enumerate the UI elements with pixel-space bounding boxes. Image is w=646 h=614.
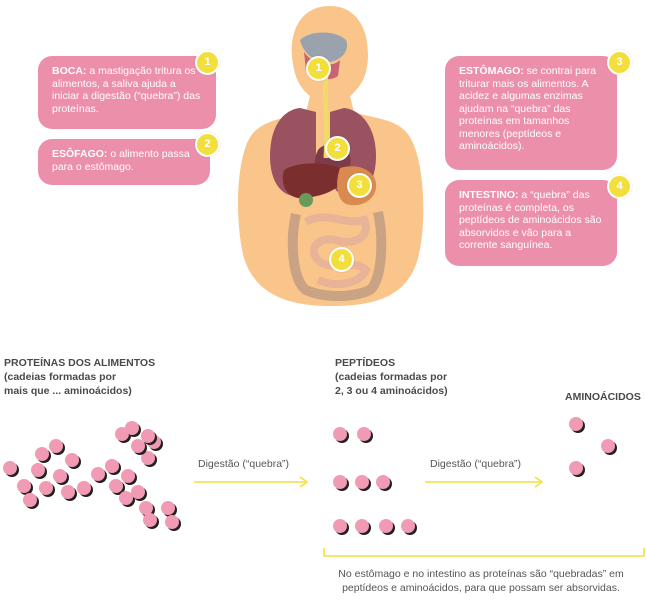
protein-bead [141,451,155,465]
peptides [333,427,417,535]
peptide-bead [401,519,415,533]
peptides-sub2: 2, 3 ou 4 aminoácidos) [335,385,448,397]
amino-heading: AMINOÁCIDOS [565,391,641,403]
protein-bead [3,461,17,475]
caption: No estômago e no intestino as proteínas … [318,567,644,595]
peptide-bead [333,519,347,533]
protein-bead [139,501,153,515]
protein-bead [91,467,105,481]
card-intestino-badge: 4 [607,174,632,199]
body-marker-2: 2 [325,136,350,161]
peptide-bead [357,427,371,441]
card-boca-badge: 1 [195,50,220,75]
protein-bead [23,493,37,507]
protein-bead [49,439,63,453]
card-estomago-text: se contrai para triturar mais os aliment… [459,65,597,152]
protein-bead [77,481,91,495]
peptides-sub1: (cadeias formadas por [335,371,448,383]
card-boca: BOCA: a mastigação tritura os alimentos,… [38,56,216,129]
arrow-1-head [299,476,309,488]
caption-line2: peptídeos e aminoácidos, para que possam… [342,582,620,594]
card-intestino-title: INTESTINO: [459,189,519,201]
proteins-sub1: (cadeias formadas por [4,371,117,383]
card-intestino-text: a “quebra” das proteínas é completa, os … [459,189,602,251]
peptides-heading: PEPTÍDEOS (cadeias formadas por 2, 3 ou … [335,356,448,398]
protein-bead [165,515,179,529]
caption-bracket [323,548,645,557]
body-marker-3: 3 [347,173,372,198]
protein-bead [131,485,145,499]
protein-bead [35,447,49,461]
proteins-sub2: mais que ... aminoácidos) [4,385,132,397]
caption-line1: No estômago e no intestino as proteínas … [338,568,624,580]
peptide-bead [355,519,369,533]
protein-bead [141,429,155,443]
body-marker-4: 4 [329,247,354,272]
card-boca-title: BOCA: [52,65,87,77]
protein-bead [125,421,139,435]
amino-bead [601,439,615,453]
large-intestine [287,210,387,301]
card-estomago-title: ESTÔMAGO: [459,65,524,77]
protein-bead [39,481,53,495]
protein-bead [17,479,31,493]
card-estomago-badge: 3 [607,50,632,75]
peptide-bead [376,475,390,489]
protein-bead [65,453,79,467]
card-esofago: ESÔFAGO: o alimento passa para o estômag… [38,139,210,185]
protein-bead [31,463,45,477]
protein-bead [121,469,135,483]
protein-bead [61,485,75,499]
card-esofago-title: ESÔFAGO: [52,148,108,160]
peptide-bead [333,427,347,441]
peptides-title: PEPTÍDEOS [335,357,396,369]
protein-bead [53,469,67,483]
card-esofago-text: o alimento passa para o estômago. [52,148,190,173]
liver [282,163,346,198]
protein-bead [161,501,175,515]
body-marker-1: 1 [306,56,331,81]
card-boca-text: a mastigação tritura os alimentos, a sal… [52,65,201,115]
arrow-2-label: Digestão (“quebra”) [430,458,522,470]
protein-bead [143,513,157,527]
protein-bead [105,459,119,473]
amino-acids [569,417,617,477]
proteins-title: PROTEÍNAS DOS ALIMENTOS [4,357,156,369]
arrow-1-label: Digestão (“quebra”) [198,458,290,470]
protein-bead [119,491,133,505]
amino-bead [569,461,583,475]
protein-bead [131,439,145,453]
peptide-bead [355,475,369,489]
card-esofago-badge: 2 [195,132,220,157]
mouth-cavity [300,32,348,63]
card-intestino: INTESTINO: a “quebra” das proteínas é co… [445,180,617,266]
small-intestine [303,213,371,289]
card-estomago: ESTÔMAGO: se contrai para triturar mais … [445,56,617,170]
peptide-bead [379,519,393,533]
protein-chain [3,421,181,531]
arrow-2-head [534,476,544,488]
amino-bead [569,417,583,431]
peptide-bead [333,475,347,489]
proteins-heading: PROTEÍNAS DOS ALIMENTOS (cadeias formada… [4,356,155,398]
protein-bead [109,479,123,493]
